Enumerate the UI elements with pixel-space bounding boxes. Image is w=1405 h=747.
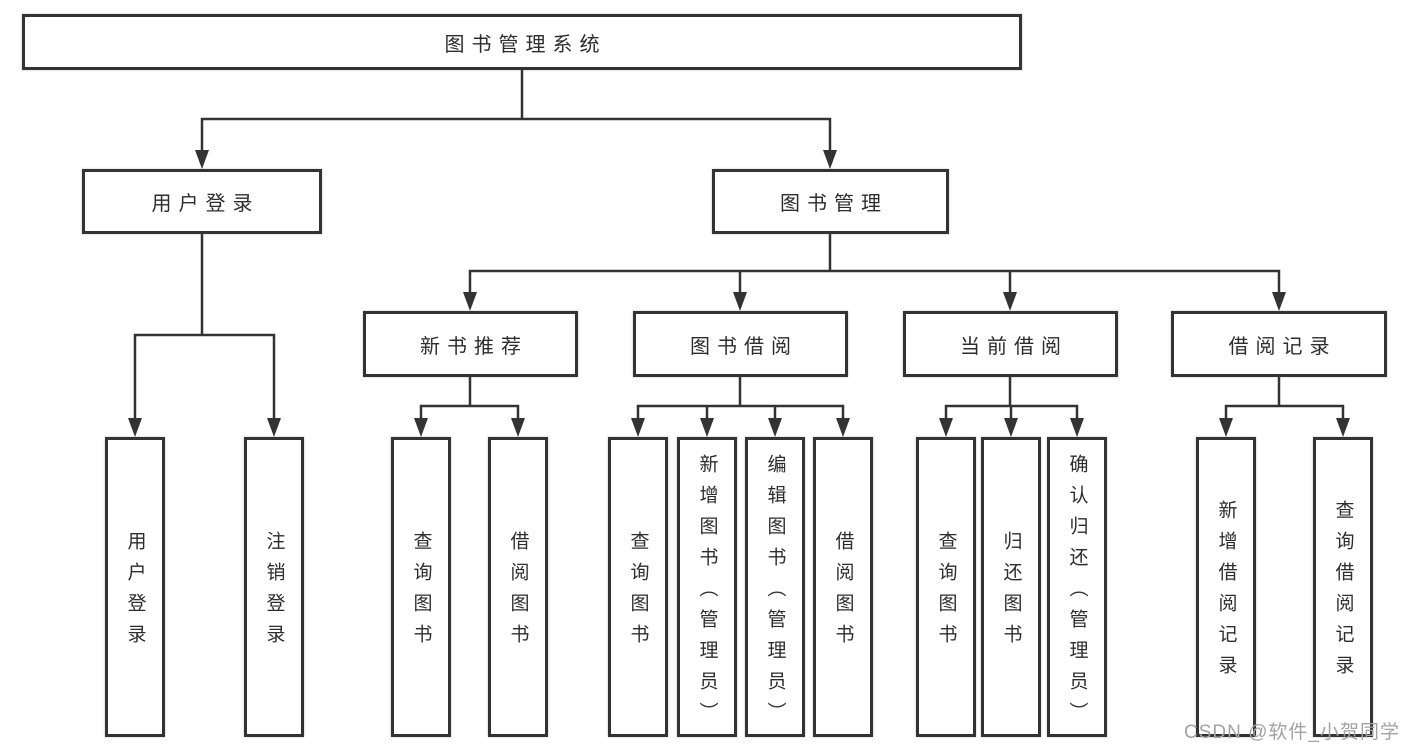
leaf-query-books-borrow: 查询图书: [608, 437, 668, 737]
node-book-management-label: 图书管理: [780, 193, 888, 215]
leaf-query-books-borrow-label: 查询图书: [627, 531, 649, 655]
node-current-borrow-label: 当前借阅: [960, 335, 1068, 358]
leaf-logout-label: 注销登录: [263, 531, 285, 655]
leaf-add-borrow-record-label: 新增借阅记录: [1215, 500, 1237, 686]
node-current-borrow: 当前借阅: [903, 311, 1118, 377]
node-book-borrow: 图书借阅: [633, 311, 848, 377]
node-user-login: 用户登录: [82, 169, 322, 234]
node-book-borrow-label: 图书借阅: [690, 335, 798, 358]
leaf-return-book: 归还图书: [981, 437, 1041, 737]
leaf-borrow-books-recommend: 借阅图书: [488, 437, 548, 737]
leaf-confirm-return-admin: 确认归还（管理员）: [1047, 437, 1107, 737]
leaf-query-borrow-record: 查询借阅记录: [1313, 437, 1373, 737]
leaf-user-login: 用户登录: [105, 437, 165, 737]
node-borrow-records-label: 借阅记录: [1228, 335, 1337, 358]
leaf-add-borrow-record: 新增借阅记录: [1196, 437, 1256, 737]
node-new-book-recommend: 新书推荐: [363, 311, 578, 377]
node-book-management: 图书管理: [712, 169, 949, 234]
leaf-borrow-books-recommend-label: 借阅图书: [507, 531, 529, 655]
watermark: CSDN @软件_小贺同学: [1184, 722, 1400, 743]
node-new-book-recommend-label: 新书推荐: [420, 335, 528, 358]
node-root: 图书管理系统: [22, 14, 1022, 70]
leaf-confirm-return-admin-label: 确认归还（管理员）: [1066, 453, 1088, 733]
leaf-borrow-books-borrow-label: 借阅图书: [832, 531, 854, 655]
leaf-edit-book-admin: 编辑图书（管理员）: [745, 437, 805, 737]
leaf-add-book-admin: 新增图书（管理员）: [677, 437, 737, 737]
leaf-edit-book-admin-label: 编辑图书（管理员）: [764, 453, 786, 733]
node-borrow-records: 借阅记录: [1171, 311, 1387, 377]
leaf-user-login-label: 用户登录: [124, 531, 146, 655]
leaf-borrow-books-borrow: 借阅图书: [813, 437, 873, 737]
leaf-query-borrow-record-label: 查询借阅记录: [1332, 500, 1354, 686]
leaf-return-book-label: 归还图书: [1000, 531, 1022, 655]
leaf-query-books-recommend: 查询图书: [391, 437, 451, 737]
node-root-label: 图书管理系统: [444, 33, 607, 56]
leaf-query-books-current: 查询图书: [916, 437, 976, 737]
leaf-query-books-recommend-label: 查询图书: [410, 531, 432, 655]
node-user-login-label: 用户登录: [151, 193, 260, 215]
leaf-query-books-current-label: 查询图书: [935, 531, 957, 655]
leaf-logout: 注销登录: [244, 437, 304, 737]
leaf-add-book-admin-label: 新增图书（管理员）: [696, 453, 718, 733]
